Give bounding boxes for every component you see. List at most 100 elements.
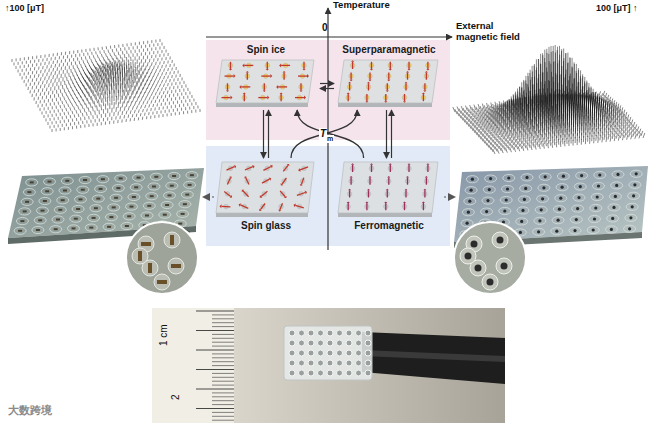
field-vector: [133, 46, 134, 49]
field-vector: [141, 87, 144, 93]
hole: [537, 195, 549, 202]
transition-arrow: [387, 110, 392, 158]
field-vector: [152, 104, 154, 107]
field-vector: [151, 48, 152, 51]
field-vector: [145, 105, 146, 108]
magnet: [541, 197, 544, 200]
field-vector: [154, 108, 155, 111]
transition-arrow: [264, 110, 269, 158]
magnet: [577, 196, 580, 199]
field-vector: [69, 66, 70, 70]
field-vector: [46, 95, 47, 98]
field-vector: [164, 76, 165, 79]
magnet: [598, 173, 601, 176]
field-vector: [55, 57, 56, 60]
magnet: [542, 186, 545, 189]
slab-edge: [216, 103, 308, 107]
field-vector: [187, 96, 188, 99]
hole: [327, 350, 333, 356]
field-vector: [155, 76, 157, 80]
field-vector: [72, 126, 73, 129]
field-vector: [85, 56, 87, 59]
field-vector: [48, 83, 50, 87]
field-vector: [70, 123, 71, 126]
field-vector: [139, 74, 141, 82]
field-vector: [165, 87, 167, 90]
field-vector: [594, 96, 595, 111]
field-vector: [54, 110, 55, 113]
field-vector: [84, 125, 85, 128]
tick: [196, 389, 234, 390]
device-holes: [289, 330, 371, 376]
tick: [212, 314, 234, 315]
field-vector: [98, 47, 99, 50]
tick: [212, 392, 234, 393]
field-vector: [161, 88, 162, 91]
field-vector: [143, 41, 144, 44]
field-vector: [60, 128, 61, 131]
field-vector: [91, 52, 92, 55]
field-vector: [146, 109, 148, 112]
hole: [37, 207, 49, 214]
field-vector: [519, 87, 521, 124]
hole: [552, 217, 564, 224]
field-vector: [505, 102, 507, 109]
magnet: [83, 179, 87, 181]
field-vector: [187, 111, 188, 114]
field-vector: [105, 113, 106, 117]
magnet: [561, 186, 564, 189]
field-vector: [38, 104, 39, 107]
field-vector: [578, 92, 580, 108]
magnet: [168, 194, 172, 196]
field-vector: [95, 58, 96, 62]
field-vector: [581, 139, 582, 145]
field-vector: [516, 139, 517, 145]
field-vector: [181, 108, 182, 111]
field-vector: [54, 71, 56, 75]
field-vector: [154, 115, 155, 118]
field-vector: [124, 47, 125, 50]
hole: [150, 173, 162, 180]
field-vector: [597, 94, 599, 99]
field-vector: [551, 88, 552, 108]
field-vector: [60, 105, 62, 108]
field-vector: [141, 79, 143, 87]
arrow-line: [320, 83, 334, 84]
hole: [539, 173, 551, 180]
field-vector: [150, 108, 152, 111]
hole: [75, 196, 87, 203]
field-vector: [539, 89, 540, 110]
field-vector: [62, 109, 64, 112]
field-vector: [163, 84, 164, 87]
field-vector: [570, 94, 572, 104]
field-vector: [463, 113, 465, 118]
field-vector: [589, 138, 590, 143]
hole: [587, 226, 599, 233]
field-vector: [179, 82, 180, 85]
field-vector: [184, 81, 185, 84]
field-vector: [58, 117, 59, 120]
field-vector: [547, 88, 548, 109]
hole: [557, 173, 569, 180]
hole: [115, 175, 127, 182]
field-vector: [96, 105, 98, 110]
magnet: [507, 176, 510, 179]
magnet: [89, 227, 93, 229]
field-vector: [167, 113, 168, 116]
field-vector: [635, 134, 637, 139]
field-vector: [137, 53, 138, 56]
field-vector: [177, 108, 178, 111]
hole: [299, 330, 305, 336]
field-vector: [471, 116, 473, 122]
field-vector: [585, 139, 586, 144]
field-vector: [584, 77, 586, 119]
field-vector: [618, 136, 619, 141]
field-vector: [473, 118, 475, 124]
field-vector: [588, 95, 589, 110]
field-vector: [84, 117, 85, 120]
field-vector: [167, 106, 168, 109]
field-vector: [122, 62, 123, 70]
field-vector: [71, 55, 72, 58]
field-vector: [557, 47, 558, 120]
field-vector: [80, 109, 81, 113]
